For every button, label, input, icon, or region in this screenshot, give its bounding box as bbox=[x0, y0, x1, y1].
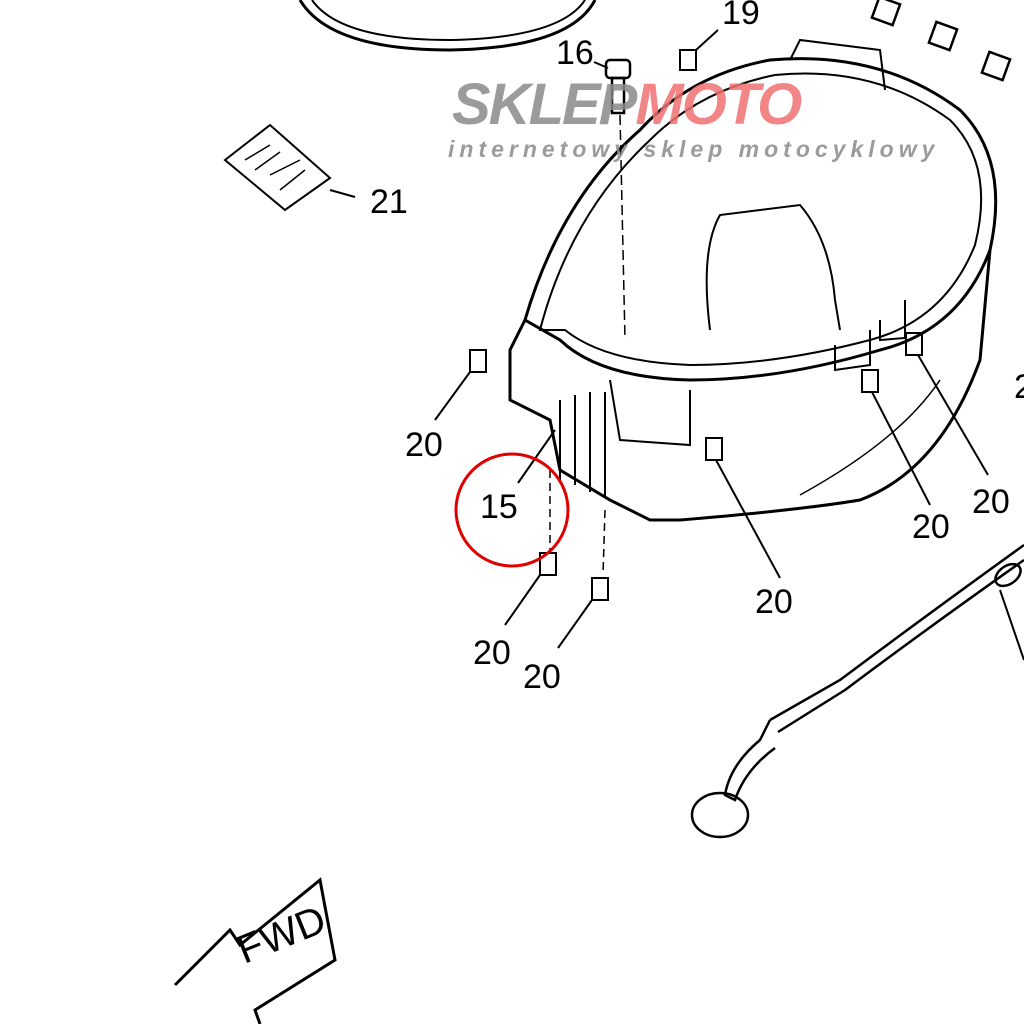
callout-16[interactable]: 16 bbox=[556, 34, 594, 72]
nut-19-part bbox=[679, 49, 697, 71]
watermark-brand-gray: SKLEP bbox=[452, 72, 637, 137]
callout-20[interactable]: 20 bbox=[473, 634, 511, 672]
watermark-brand-red: MOTO bbox=[635, 72, 802, 137]
nut-part bbox=[980, 50, 1012, 82]
cable-part bbox=[690, 543, 1024, 839]
callout-15[interactable]: 15 bbox=[480, 488, 518, 526]
nut-part bbox=[870, 0, 902, 27]
fwd-arrow-icon bbox=[173, 877, 337, 1024]
callout-19[interactable]: 19 bbox=[722, 0, 760, 32]
callout-20[interactable]: 20 bbox=[912, 508, 950, 546]
watermark-brand: SKLEPMOTO bbox=[452, 76, 802, 134]
nut-20-parts bbox=[434, 332, 989, 649]
leader-21 bbox=[329, 189, 356, 198]
leader-16 bbox=[593, 61, 609, 69]
callout-20[interactable]: 20 bbox=[405, 426, 443, 464]
callout-2-partial[interactable]: 2 bbox=[1014, 368, 1024, 406]
leader-19 bbox=[695, 29, 719, 51]
callout-20[interactable]: 20 bbox=[523, 658, 561, 696]
seal-ring-inner bbox=[311, 0, 586, 42]
bolt-16-part bbox=[593, 58, 632, 341]
callout-20[interactable]: 20 bbox=[972, 483, 1010, 521]
storage-box-part bbox=[508, 38, 998, 522]
watermark-tagline: internetowy sklep motocyklowy bbox=[448, 136, 940, 162]
seal-ring bbox=[298, 0, 597, 52]
caution-label-lines bbox=[244, 144, 306, 191]
highlight-circle bbox=[454, 452, 570, 568]
caution-label-part bbox=[223, 123, 332, 212]
nut-part bbox=[927, 20, 959, 52]
callout-21[interactable]: 21 bbox=[370, 183, 408, 221]
callout-20[interactable]: 20 bbox=[755, 583, 793, 621]
